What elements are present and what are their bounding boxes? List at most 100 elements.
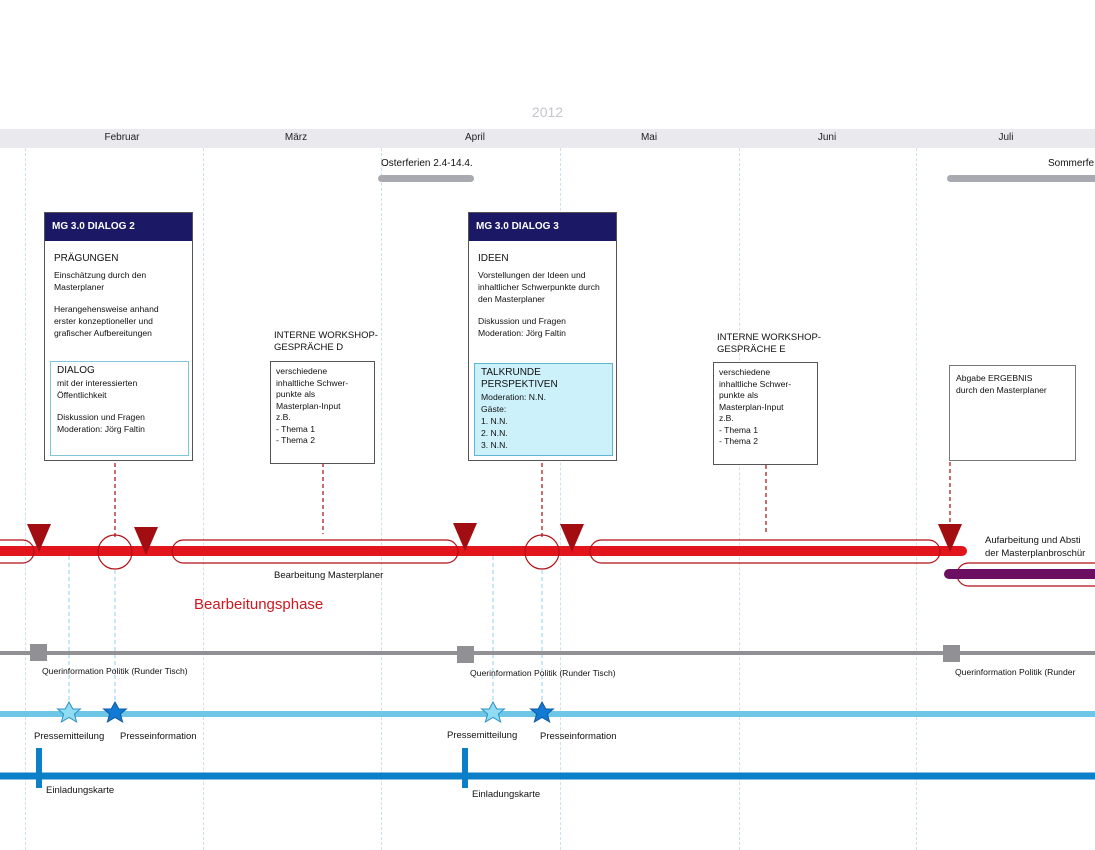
result-line1: Abgabe ERGEBNIS <box>956 373 1033 383</box>
workshop-d-line: Masterplan-Input <box>276 400 341 411</box>
month-separator <box>381 148 382 850</box>
dialog2-inner-text2: Diskussion und Fragen <box>57 412 145 422</box>
dialog3-inner-title: TALKRUNDE PERSPEKTIVEN <box>481 367 558 390</box>
dialog3-inner-line: 2. N.N. <box>481 428 508 438</box>
month-separator <box>739 148 740 850</box>
month-februar: Februar <box>104 132 140 143</box>
dialog3-inner-line: 3. N.N. <box>481 440 508 450</box>
phase-label: Bearbeitungsphase <box>194 596 324 613</box>
dialog3-title: MG 3.0 DIALOG 3 <box>469 213 616 241</box>
workshop-d-label-line1: INTERNE WORKSHOP- <box>274 330 378 341</box>
workshop-e-line: z.B. <box>719 413 734 423</box>
milestone-triangle <box>134 527 158 555</box>
press-info-label: Presseinformation <box>120 731 197 742</box>
workshop-e-label-line2: GESPRÄCHE E <box>717 344 786 355</box>
workshop-d-line: - Thema 1 <box>276 423 316 434</box>
dialog3-card: MG 3.0 DIALOG 3 IDEEN Vorstellungen der … <box>468 212 617 461</box>
month-separator <box>560 148 561 850</box>
workshop-e-box: verschiedene inhaltliche Schwer- punkte … <box>713 362 818 465</box>
milestone-triangle <box>27 524 51 552</box>
month-separator <box>203 148 204 850</box>
dialog3-inner-line: Gäste: <box>481 404 507 414</box>
workshop-e-line: - Thema 1 <box>719 424 759 435</box>
brochure-label-line2: der Masterplanbroschür <box>985 548 1086 559</box>
result-box: Abgabe ERGEBNIS durch den Masterplaner <box>949 365 1076 461</box>
workshop-e-line: punkte als <box>719 390 759 400</box>
milestone-triangle <box>453 523 477 551</box>
dialog3-inner-line: 1. N.N. <box>481 416 508 426</box>
politics-label-cut: Querinformation Politik (Runder <box>955 667 1076 677</box>
workshop-d-line: - Thema 2 <box>276 435 316 445</box>
month-mai: Mai <box>640 132 658 143</box>
dialog2-text2: Herangehensweise anhand erster konzeptio… <box>54 304 159 338</box>
month-juni: Juni <box>817 132 837 143</box>
brochure-label: Aufarbeitung und Absti der Masterplanbro… <box>985 534 1085 560</box>
workshop-e-line: verschiedene <box>719 367 771 377</box>
press-release-label: Pressemitteilung <box>34 731 105 742</box>
press-info-star-icon <box>102 700 128 724</box>
workshop-d-line: punkte als <box>276 389 316 399</box>
dialog3-subtitle: IDEEN <box>478 253 509 264</box>
dialog3-text2: Diskussion und Fragen <box>478 316 566 326</box>
workshop-e-line: Masterplan-Input <box>719 401 784 412</box>
processing-capsule <box>589 539 941 564</box>
dialog3-inner-line: Moderation: N.N. <box>481 392 546 402</box>
workshop-e-line: - Thema 2 <box>719 436 759 446</box>
dialog2-text1: Einschätzung durch den Masterplaner <box>54 270 147 292</box>
politics-label: Querinformation Politik (Runder Tisch) <box>470 668 616 678</box>
workshop-e-line: inhaltliche Schwer- <box>719 378 792 389</box>
dialog2-event-circle <box>97 534 133 570</box>
invitation-label: Einladungskarte <box>472 789 541 800</box>
dialog2-card: MG 3.0 DIALOG 2 PRÄGUNGEN Einschätzung d… <box>44 212 193 461</box>
workshop-d-line: inhaltliche Schwer- <box>276 377 349 388</box>
press-info-star-icon <box>529 700 555 724</box>
workshop-d-label-line2: GESPRÄCHE D <box>274 342 344 353</box>
workshop-e-label: INTERNE WORKSHOP- GESPRÄCHE E <box>717 332 821 356</box>
press-release-star-icon <box>56 700 82 724</box>
politics-marker <box>30 644 47 661</box>
press-info-label: Presseinformation <box>540 731 617 742</box>
dialog3-text1: Vorstellungen der Ideen und inhaltlicher… <box>478 270 600 304</box>
month-maerz: März <box>284 132 308 143</box>
month-april: April <box>464 132 486 143</box>
politics-label: Querinformation Politik (Runder Tisch) <box>42 666 188 676</box>
invitation-marker <box>462 748 468 788</box>
result-line2: durch den Masterplaner <box>956 384 1047 395</box>
processing-capsule <box>171 539 459 564</box>
politics-marker <box>943 645 960 662</box>
invitation-marker <box>36 748 42 788</box>
dialog3-text3: Moderation: Jörg Faltin <box>478 328 566 338</box>
politics-marker <box>457 646 474 663</box>
easter-holiday-label: Osterferien 2.4-14.4. <box>381 158 473 169</box>
processing-capsule <box>0 539 35 564</box>
dialog2-inner-title: DIALOG <box>57 365 95 376</box>
easter-holiday-bar <box>378 175 474 182</box>
summer-holiday-bar <box>947 175 1095 182</box>
workshop-d-line: z.B. <box>276 412 291 422</box>
dialog2-title: MG 3.0 DIALOG 2 <box>45 213 192 241</box>
month-bar: Februar März April Mai Juni Juli <box>0 129 1095 148</box>
month-separator <box>916 148 917 850</box>
summer-holiday-label: Sommerfe <box>1048 158 1095 169</box>
dialog2-inner-text1: mit der interessierten Öffentlichkeit <box>57 378 138 400</box>
milestone-triangle <box>560 524 584 552</box>
invitation-label: Einladungskarte <box>46 785 115 796</box>
dialog3-inner-box: TALKRUNDE PERSPEKTIVEN Moderation: N.N. … <box>474 363 613 456</box>
month-juli: Juli <box>998 132 1014 143</box>
milestone-triangle <box>938 524 962 552</box>
processing-bar-label: Bearbeitung Masterplaner <box>274 570 384 581</box>
brochure-label-line1: Aufarbeitung und Absti <box>985 535 1081 546</box>
dialog3-event-circle <box>524 534 560 570</box>
month-separator <box>25 148 26 850</box>
dialog2-subtitle: PRÄGUNGEN <box>54 253 119 264</box>
press-release-star-icon <box>480 700 506 724</box>
workshop-d-line: verschiedene <box>276 366 328 376</box>
workshop-d-label: INTERNE WORKSHOP- GESPRÄCHE D <box>274 330 378 354</box>
press-release-label: Pressemitteilung <box>447 730 518 741</box>
workshop-d-box: verschiedene inhaltliche Schwer- punkte … <box>270 361 375 464</box>
dialog2-inner-text3: Moderation: Jörg Faltin <box>57 424 145 434</box>
workshop-e-label-line1: INTERNE WORKSHOP- <box>717 332 821 343</box>
year-label: 2012 <box>531 104 564 120</box>
dialog2-inner-box: DIALOG mit der interessierten Öffentlich… <box>50 361 189 456</box>
